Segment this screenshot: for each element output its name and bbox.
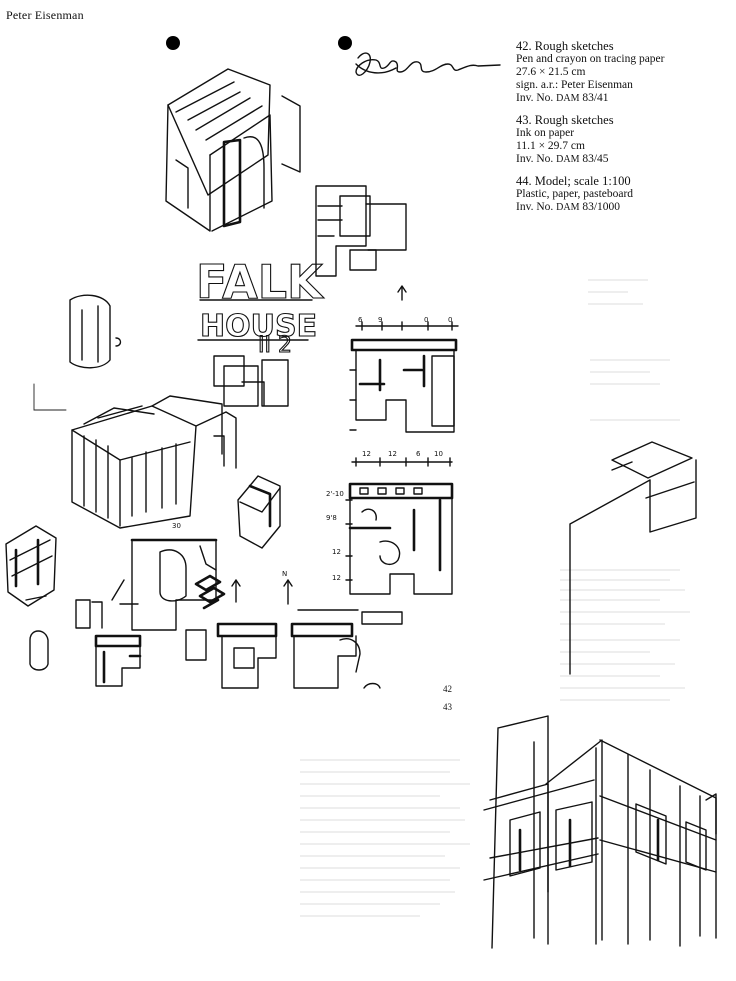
dim-side-4: 12 bbox=[332, 574, 341, 582]
dim-top-1: 6 bbox=[358, 316, 363, 324]
dim-top-4: 0 bbox=[448, 316, 452, 324]
bleed-through-texture bbox=[300, 279, 690, 917]
figure-captions: 42. Rough sketches Pen and crayon on tra… bbox=[516, 40, 728, 223]
dim-mid-1: 12 bbox=[362, 450, 371, 458]
falk-house-lettering: FALK HOUSE II 2 bbox=[195, 254, 326, 407]
sketch-central-plan: 30 bbox=[111, 522, 226, 631]
dim-mid-4: 10 bbox=[434, 450, 443, 458]
dim-top-2: 9 bbox=[378, 316, 382, 324]
sketch-small-axon bbox=[237, 475, 281, 549]
caption-44: 44. Model; scale 1:100 Plastic, paper, p… bbox=[516, 175, 728, 214]
lettering-falk: FALK bbox=[196, 255, 325, 309]
sketch-left-bottom-building bbox=[5, 525, 57, 607]
dim-mid-2: 12 bbox=[388, 450, 397, 458]
figure-number-43: 43 bbox=[443, 702, 452, 712]
north-label: N bbox=[282, 570, 287, 578]
dim-30-label: 30 bbox=[172, 522, 181, 530]
sketch-bottom-right-perspective bbox=[483, 715, 717, 949]
sketch-right-wall bbox=[569, 441, 697, 675]
dim-side-3: 12 bbox=[332, 548, 341, 556]
dim-side-1: 2'-10 bbox=[326, 490, 344, 498]
dim-side-2: 9'8 bbox=[326, 514, 337, 522]
sketch-bottom-plans bbox=[29, 599, 403, 689]
caption-43-title: 43. Rough sketches bbox=[516, 113, 614, 127]
caption-44-medium: Plastic, paper, pasteboard bbox=[516, 188, 634, 200]
dim-mid-3: 6 bbox=[416, 450, 421, 458]
caption-42-size: 27.6 × 21.5 cm bbox=[516, 66, 586, 78]
caption-43-inventory: Inv. No. DAM 83/45 bbox=[516, 153, 609, 165]
sketch-top-plan-stack bbox=[315, 185, 407, 277]
sketch-left-objects bbox=[33, 294, 122, 411]
caption-44-inventory: Inv. No. DAM 83/1000 bbox=[516, 201, 621, 213]
caption-42-signature-note: sign. a.r.: Peter Eisenman bbox=[516, 79, 633, 91]
running-header-author: Peter Eisenman bbox=[6, 8, 84, 22]
sketch-mid-perspective bbox=[71, 395, 237, 529]
north-arrow-center: N bbox=[231, 285, 407, 605]
signature bbox=[355, 52, 501, 76]
figure-number-42: 42 bbox=[443, 684, 452, 694]
punch-hole-right bbox=[338, 36, 352, 50]
sketch-right-plans: 6 9 0 0 12 12 6 10 2'-10 9'8 12 12 bbox=[326, 316, 459, 595]
caption-42-title: 42. Rough sketches bbox=[516, 39, 614, 53]
caption-44-title: 44. Model; scale 1:100 bbox=[516, 174, 631, 188]
punch-hole-left bbox=[166, 36, 180, 50]
lettering-number: II 2 bbox=[258, 333, 292, 358]
caption-42-medium: Pen and crayon on tracing paper bbox=[516, 53, 665, 65]
lettering-house: HOUSE bbox=[200, 309, 317, 344]
caption-42: 42. Rough sketches Pen and crayon on tra… bbox=[516, 40, 728, 105]
sketch-top-perspective bbox=[165, 68, 301, 232]
dim-top-3: 0 bbox=[424, 316, 428, 324]
caption-43-size: 11.1 × 29.7 cm bbox=[516, 140, 585, 152]
caption-43-medium: Ink on paper bbox=[516, 127, 575, 139]
caption-43: 43. Rough sketches Ink on paper 11.1 × 2… bbox=[516, 114, 728, 166]
caption-42-inventory: Inv. No. DAM 83/41 bbox=[516, 92, 609, 104]
